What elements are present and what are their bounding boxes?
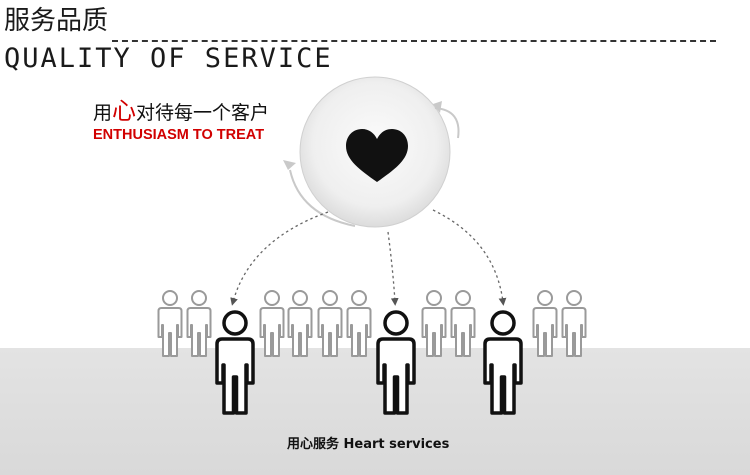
swoosh-right-tip: [433, 101, 442, 113]
arrow-center: [387, 231, 399, 306]
slogan-cn-highlight: 心: [112, 97, 137, 125]
person-figure-icon: [376, 310, 416, 415]
slogan-cn-prefix: 用: [93, 102, 113, 124]
person-figure-icon: [157, 290, 183, 357]
section-title-en: QUALITY OF SERVICE: [4, 43, 333, 74]
person-figure-icon: [215, 310, 255, 415]
person-figure-icon: [483, 310, 523, 415]
person-figure-icon: [259, 290, 285, 357]
caption: 用心服务 Heart services: [287, 437, 450, 452]
slogan-en: ENTHUSIASM TO TREAT: [93, 127, 265, 143]
heart-icon: [346, 129, 408, 182]
person-figure-icon: [186, 290, 212, 357]
slogan-cn-suffix: 对待每一个客户: [136, 102, 270, 124]
title-divider: [112, 40, 716, 42]
arrow-right: [432, 209, 507, 306]
arrow-left: [230, 211, 329, 306]
person-figure-icon: [450, 290, 476, 357]
swoosh-left-tip: [283, 160, 296, 170]
person-figure-icon: [532, 290, 558, 357]
person-figure-icon: [561, 290, 587, 357]
swoosh-left: [289, 169, 356, 227]
person-figure-icon: [317, 290, 343, 357]
person-figure-icon: [421, 290, 447, 357]
floor-band: [0, 348, 750, 475]
person-figure-icon: [346, 290, 372, 357]
slogan-cn: 用心对待每一个客户: [93, 98, 269, 126]
person-figure-icon: [287, 290, 313, 357]
section-title-cn: 服务品质: [4, 6, 109, 36]
